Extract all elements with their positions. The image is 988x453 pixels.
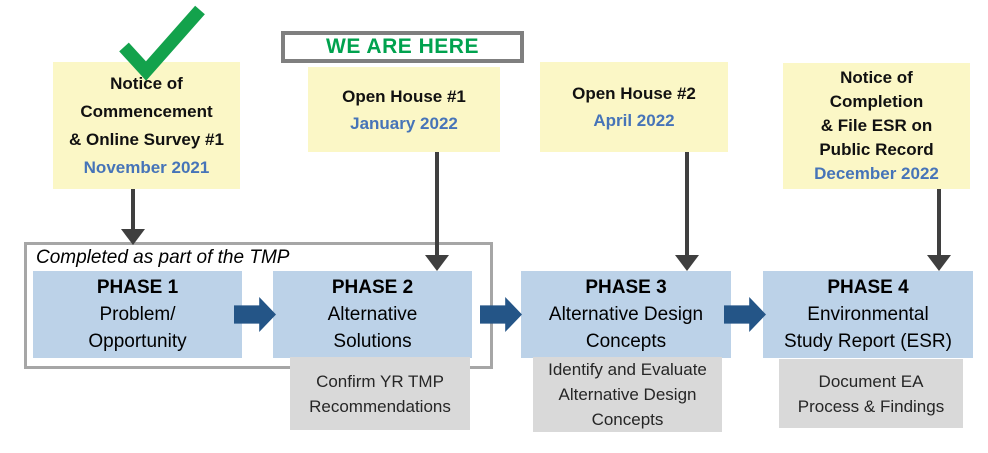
phase-title: PHASE 1: [96, 277, 179, 298]
milestone-text: Notice of Commencement & Online Survey #…: [69, 73, 224, 149]
we-are-here-label: WE ARE HERE: [326, 35, 479, 58]
milestone-date: November 2021: [83, 157, 210, 177]
milestone-text: Open House #2: [572, 84, 696, 103]
phase-4-note: Document EA Process & Findings: [779, 359, 963, 428]
phase-3-box: PHASE 3 Alternative Design Concepts: [521, 271, 731, 358]
phase-2-box: PHASE 2 Alternative Solutions: [273, 271, 472, 358]
milestone-text: Open House #1: [342, 86, 466, 106]
phase-1-box: PHASE 1 Problem/ Opportunity: [33, 271, 242, 358]
phase-4-box: PHASE 4 Environmental Study Report (ESR): [763, 271, 973, 358]
we-are-here-banner: WE ARE HERE: [281, 31, 524, 63]
milestone-open-house-1: Open House #1 January 2022: [308, 67, 500, 152]
phase-title: PHASE 3: [585, 277, 667, 298]
milestone-text: Notice of Completion & File ESR on Publi…: [819, 68, 934, 159]
milestone-date: December 2022: [814, 164, 939, 183]
phase-subtitle: Alternative Solutions: [327, 304, 418, 352]
phase-subtitle: Problem/ Opportunity: [88, 304, 187, 352]
phase-subtitle: Environmental Study Report (ESR): [784, 304, 952, 352]
phase-title: PHASE 2: [331, 277, 414, 298]
milestone-date: April 2022: [593, 111, 675, 130]
phase-title: PHASE 4: [827, 277, 909, 298]
down-arrow-icon: [121, 189, 145, 245]
milestone-date: January 2022: [350, 113, 458, 133]
down-arrow-icon: [927, 189, 951, 271]
tmp-frame-label: Completed as part of the TMP: [36, 247, 290, 268]
down-arrow-icon: [675, 152, 699, 271]
phase-2-note: Confirm YR TMP Recommendations: [290, 357, 470, 430]
milestone-open-house-2: Open House #2 April 2022: [540, 62, 728, 152]
phase-subtitle: Alternative Design Concepts: [548, 304, 704, 352]
milestone-notice-of-commencement: Notice of Commencement & Online Survey #…: [53, 62, 240, 189]
phase-3-note: Identify and Evaluate Alternative Design…: [533, 357, 722, 432]
milestone-notice-of-completion: Notice of Completion & File ESR on Publi…: [783, 63, 970, 189]
